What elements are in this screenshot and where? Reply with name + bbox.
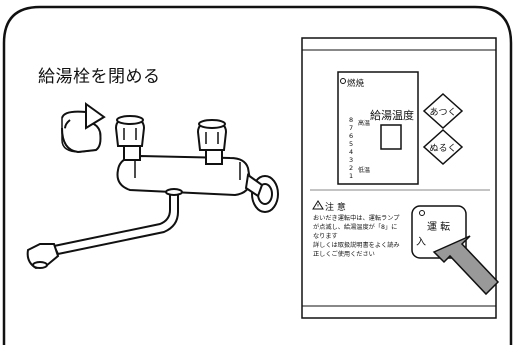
caution-line: 詳しくは取扱説明書をよく読み bbox=[313, 242, 400, 249]
warm-button[interactable]: ぬるく bbox=[424, 130, 462, 164]
lamp-label: 燃焼 bbox=[347, 79, 365, 89]
instruction-title: 給湯栓を閉める bbox=[38, 67, 161, 87]
caution-line: 正しくご使用ください bbox=[313, 251, 375, 258]
temp-display-window bbox=[380, 124, 402, 150]
scale-number: 4 bbox=[349, 148, 354, 156]
rotate-arrow-icon bbox=[61, 102, 106, 154]
caution-line: なります bbox=[313, 233, 338, 240]
temp-title: 給湯温度 bbox=[370, 109, 414, 122]
remote-panel bbox=[301, 37, 500, 319]
run-button-label[interactable]: 運 転 bbox=[427, 222, 451, 233]
scale-number: 3 bbox=[349, 156, 354, 164]
pointer-arrow-icon bbox=[432, 235, 500, 296]
scale-number: 5 bbox=[349, 140, 354, 148]
run-lamp-icon bbox=[419, 210, 425, 216]
caution-title: 注 意 bbox=[325, 203, 346, 213]
warm-button-shape bbox=[422, 128, 464, 166]
hot-button-label: あつく bbox=[429, 108, 457, 118]
warm-button-label: ぬるく bbox=[429, 144, 457, 154]
scale-number: 6 bbox=[349, 132, 354, 140]
scale-low-label: 低温 bbox=[358, 167, 371, 174]
hot-button-shape bbox=[422, 92, 464, 130]
scale-number: 7 bbox=[349, 124, 354, 132]
run-button-label-2[interactable]: 入 bbox=[416, 237, 426, 248]
faucet-illustration bbox=[26, 115, 279, 270]
scale-number: 1 bbox=[349, 172, 354, 180]
caution-line: おいだき運転中は、運転ランプ bbox=[313, 215, 400, 222]
hot-button[interactable]: あつく bbox=[424, 94, 462, 128]
lamp-indicator-icon bbox=[340, 78, 346, 84]
scale-number: 8 bbox=[349, 116, 354, 124]
outer-frame bbox=[2, 5, 513, 345]
caution-line: が点滅し、給湯温度が「8」に bbox=[313, 224, 398, 231]
scale-high-label: 高温 bbox=[358, 120, 371, 127]
scale-number: 2 bbox=[349, 164, 354, 172]
